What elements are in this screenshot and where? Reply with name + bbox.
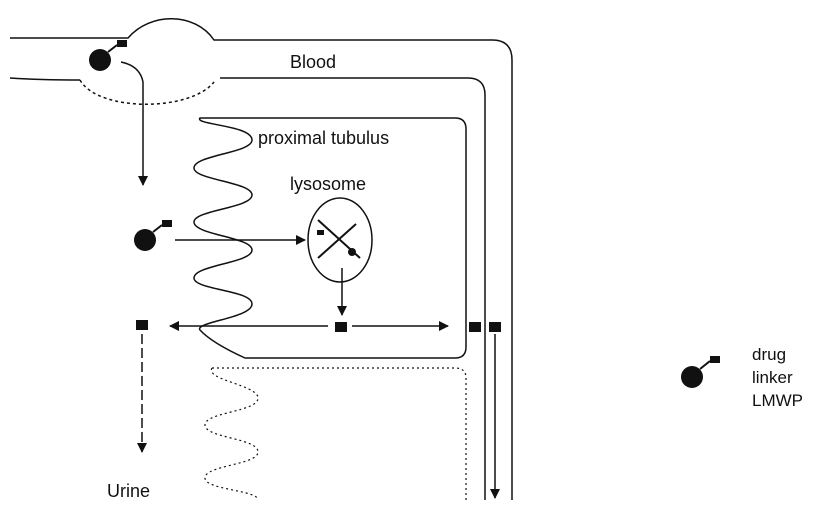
conjugate-in-blood <box>89 40 127 71</box>
legend-drug-label: drug <box>752 345 786 364</box>
second-tubulus-cell <box>205 368 466 500</box>
legend-lmwp-symbol <box>710 356 720 363</box>
proximal-tubulus-label: proximal tubulus <box>258 128 389 148</box>
legend-lmwp-label: LMWP <box>752 391 803 410</box>
released-drug-lumen <box>136 320 148 330</box>
legend: drug linker LMWP <box>681 345 803 410</box>
blood-vessel <box>10 19 512 500</box>
urine-label: Urine <box>107 481 150 501</box>
released-drug-blood <box>489 322 501 332</box>
legend-linker-symbol <box>700 361 710 369</box>
proximal-tubulus-cell <box>194 118 466 358</box>
released-drug-cell <box>335 322 347 332</box>
legend-drug-symbol <box>681 366 703 388</box>
conjugate-filtered <box>134 220 172 251</box>
legend-linker-label: linker <box>752 368 793 387</box>
filtration-arrow <box>121 62 143 185</box>
blood-label: Blood <box>290 52 336 72</box>
released-drug-membrane <box>469 322 481 332</box>
lysosome-label: lysosome <box>290 174 366 194</box>
lysosome <box>308 198 372 282</box>
